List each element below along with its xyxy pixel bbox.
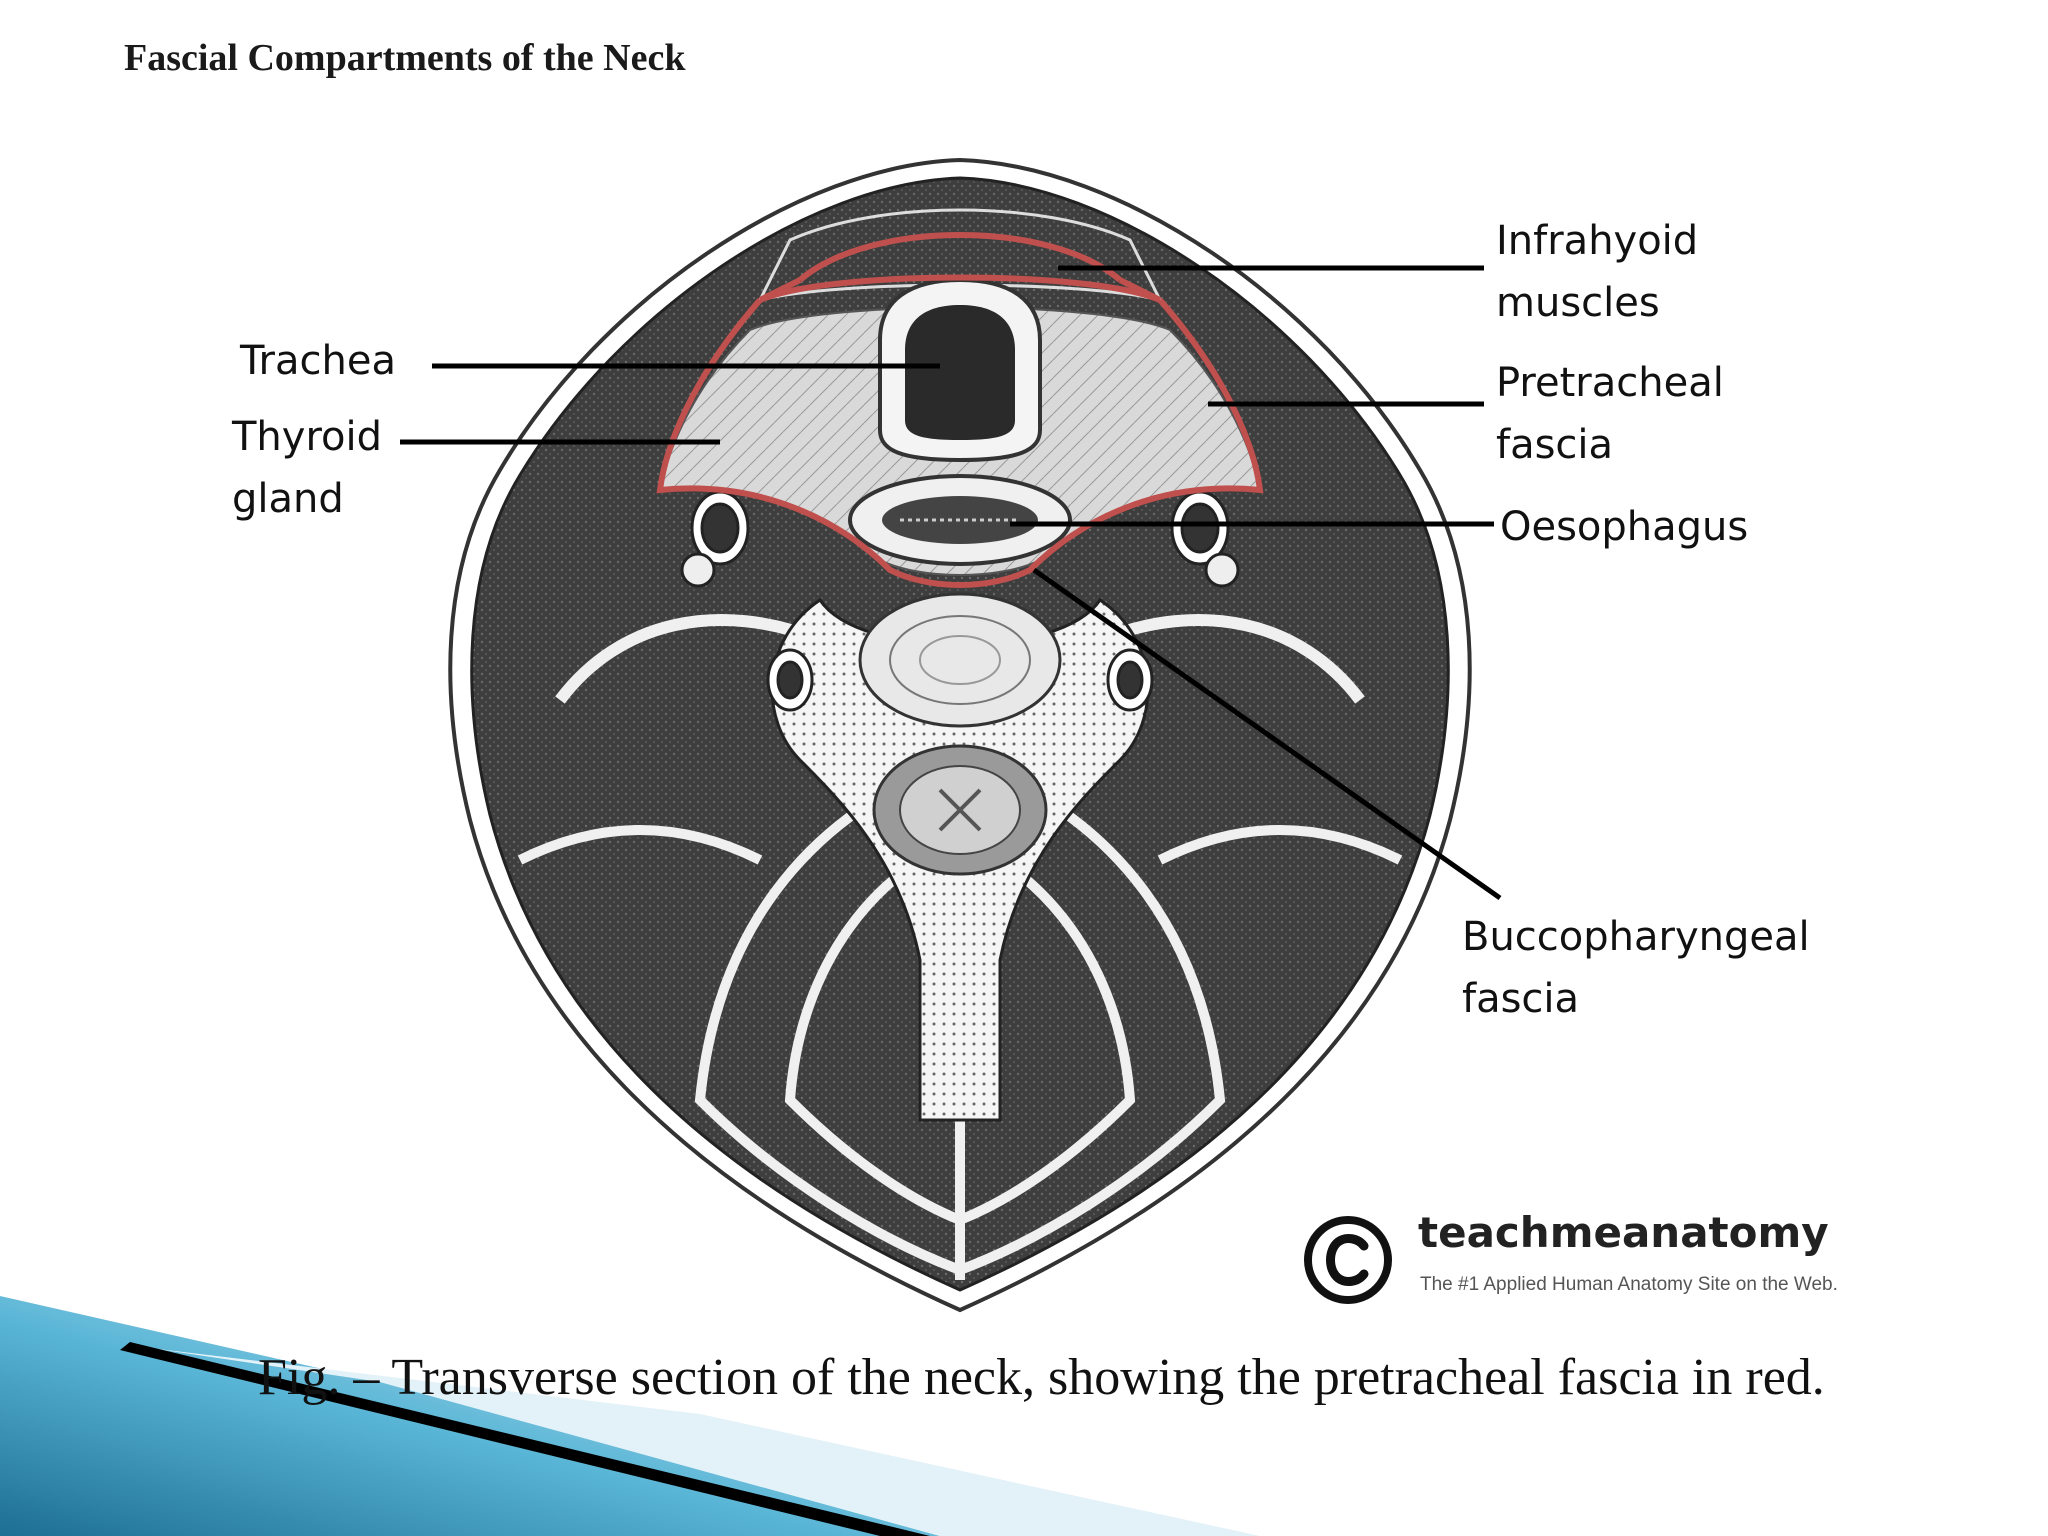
watermark-brand: teachmeanatomy bbox=[1418, 1208, 1829, 1257]
copyright-icon bbox=[1304, 1216, 1392, 1304]
oesophagus-structure bbox=[848, 474, 1072, 566]
leader-lines bbox=[400, 265, 1502, 901]
cervical-vertebra bbox=[770, 592, 1150, 1122]
label-oesophagus: Oesophagus bbox=[1500, 504, 1749, 550]
label-infrahyoid-muscles: Infrahyoid muscles bbox=[1496, 218, 1699, 326]
figure-caption: Fig. – Transverse section of the neck, s… bbox=[258, 1349, 1825, 1406]
label-buccopharyngeal-fascia: Buccopharyngeal fascia bbox=[1462, 914, 1810, 1022]
slide-title: Fascial Compartments of the Neck bbox=[124, 37, 686, 79]
carotid-sheath-left bbox=[680, 490, 814, 712]
label-trachea: Trachea bbox=[240, 338, 396, 384]
label-pretracheal-fascia: Pretracheal fascia bbox=[1496, 360, 1724, 468]
trachea-structure bbox=[878, 277, 1042, 463]
pretracheal-fascia-red bbox=[656, 232, 1264, 588]
watermark-tagline: The #1 Applied Human Anatomy Site on the… bbox=[1420, 1274, 1838, 1295]
carotid-sheath-right bbox=[1106, 490, 1240, 712]
label-thyroid-gland: Thyroid gland bbox=[232, 414, 382, 522]
